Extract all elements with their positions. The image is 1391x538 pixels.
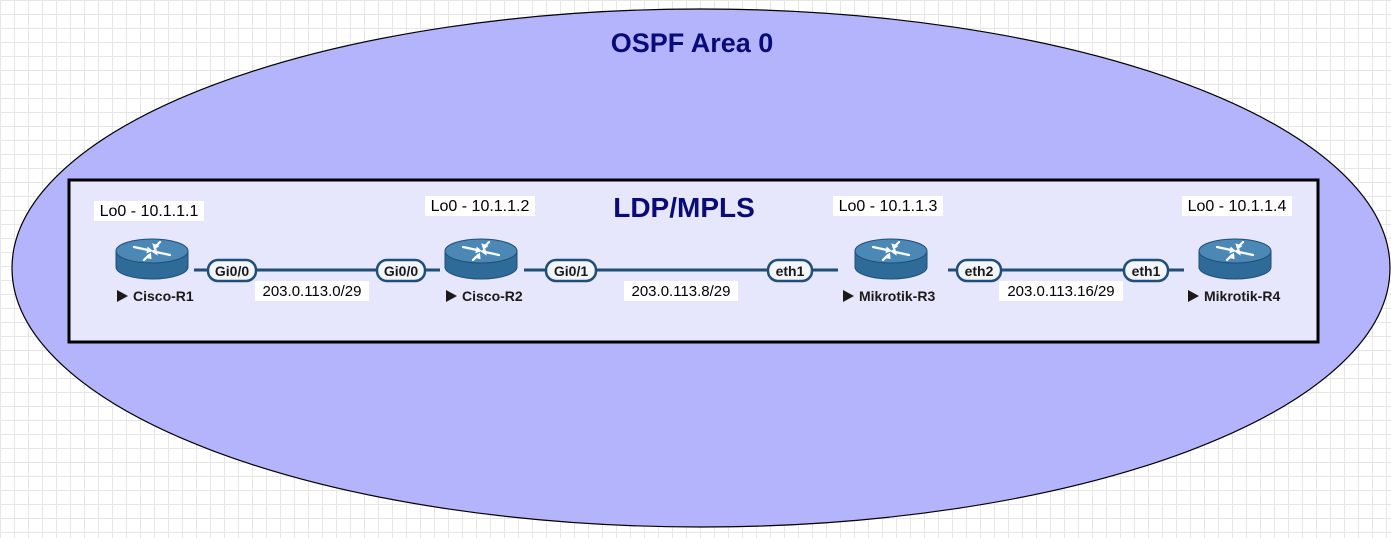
router-name-r1: Cisco-R1 <box>133 288 194 304</box>
interface-label-r2-gi0-1[interactable]: Gi0/1 <box>544 258 598 283</box>
subnet-label-bg <box>255 281 369 301</box>
loopback-labels: Lo0 - 10.1.1.1 Lo0 - 10.1.1.2 Lo0 - 10.1… <box>94 196 1292 221</box>
router-cisco-r2[interactable] <box>443 237 519 281</box>
svg-text:Gi0/0: Gi0/0 <box>384 263 418 279</box>
play-icon <box>117 290 128 302</box>
router-name-r4: Mikrotik-R4 <box>1204 288 1280 304</box>
router-icon <box>443 237 519 281</box>
svg-text:eth1: eth1 <box>776 263 805 279</box>
area-title: OSPF Area 0 <box>611 28 774 58</box>
interface-label-r4-eth1[interactable]: eth1 <box>1122 258 1170 283</box>
router-name-r3: Mikrotik-R3 <box>859 288 935 304</box>
router-names: Cisco-R1 Cisco-R2 Mikrotik-R3 Mikrotik-R… <box>117 288 1280 304</box>
play-icon <box>1188 290 1199 302</box>
router-icon <box>114 237 190 281</box>
subnet-labels: 203.0.113.0/29 203.0.113.8/29 203.0.113.… <box>255 281 1123 301</box>
router-icon <box>853 237 929 281</box>
router-icon <box>1197 237 1273 281</box>
router-name-r2: Cisco-R2 <box>462 288 523 304</box>
svg-text:Gi0/1: Gi0/1 <box>554 263 588 279</box>
subnet-label-r3-r4: 203.0.113.16/29 <box>1007 283 1114 300</box>
interface-label-r1-gi0-0[interactable]: Gi0/0 <box>206 258 258 283</box>
svg-text:Gi0/0: Gi0/0 <box>215 263 249 279</box>
loopback-label-r2: Lo0 - 10.1.1.2 <box>431 198 530 215</box>
loopback-label-bg <box>833 196 943 216</box>
loopback-label-r3: Lo0 - 10.1.1.3 <box>839 198 938 215</box>
ldp-mpls-box <box>67 178 1320 344</box>
svg-text:eth1: eth1 <box>1132 263 1161 279</box>
play-icon <box>446 290 457 302</box>
interface-label-r2-gi0-0[interactable]: Gi0/0 <box>375 258 427 283</box>
interface-labels: Gi0/0 Gi0/0 Gi0/1 eth1 eth2 eth1 <box>206 258 1170 283</box>
subnet-label-bg <box>624 281 738 301</box>
loopback-label-bg <box>1182 196 1292 216</box>
interface-label-r3-eth1[interactable]: eth1 <box>766 258 814 283</box>
loopback-label-bg <box>94 201 204 221</box>
router-mikrotik-r4[interactable] <box>1197 237 1273 281</box>
router-mikrotik-r3[interactable] <box>853 237 929 281</box>
svg-text:eth2: eth2 <box>965 263 994 279</box>
play-icon <box>843 290 854 302</box>
loopback-label-bg <box>425 196 535 216</box>
subnet-label-r2-r3: 203.0.113.8/29 <box>632 283 731 300</box>
loopback-label-r4: Lo0 - 10.1.1.4 <box>1188 198 1287 215</box>
subnet-label-bg <box>999 281 1123 301</box>
interface-label-r3-eth2[interactable]: eth2 <box>955 258 1003 283</box>
box-title: LDP/MPLS <box>613 192 755 223</box>
loopback-label-r1: Lo0 - 10.1.1.1 <box>100 203 199 220</box>
subnet-label-r1-r2: 203.0.113.0/29 <box>263 283 362 300</box>
router-cisco-r1[interactable] <box>114 237 190 281</box>
